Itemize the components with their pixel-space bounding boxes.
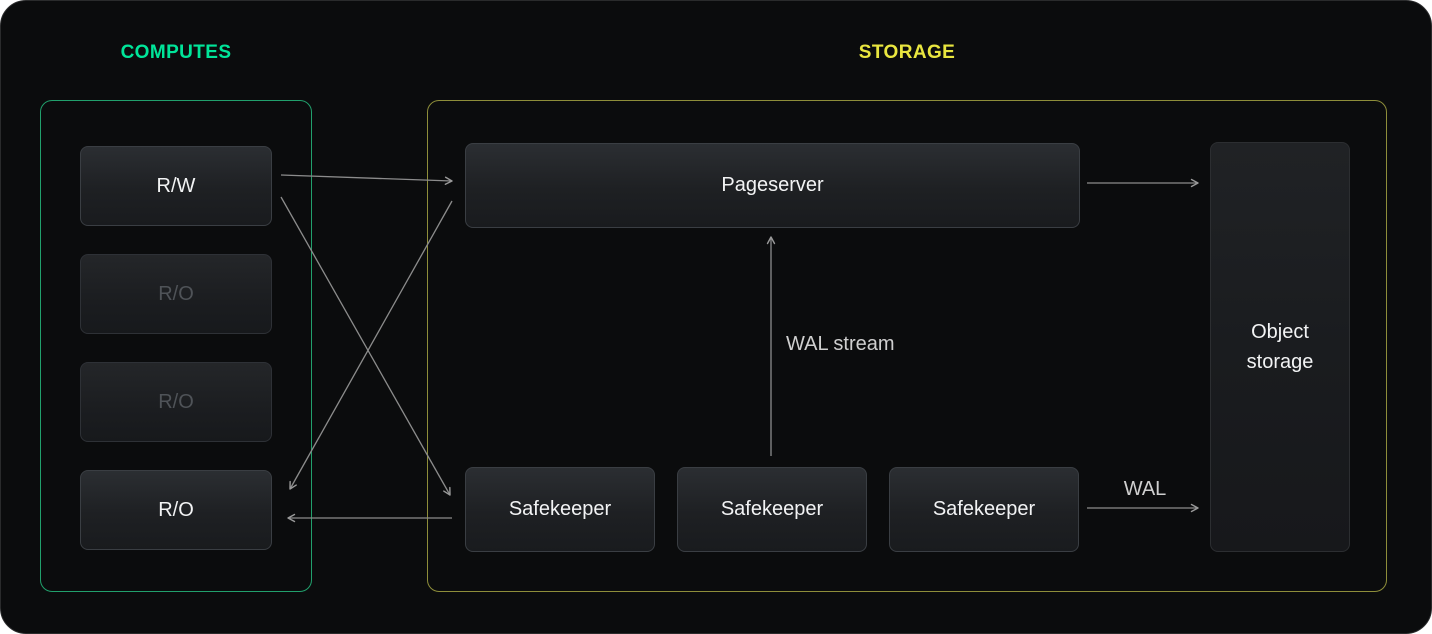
pageserver-label: Pageserver [721,174,824,196]
safekeeper-node-1: Safekeeper [465,467,655,552]
object-storage-node: Object storage [1210,142,1350,552]
compute-node-label: R/O [158,498,194,521]
pageserver-node: Pageserver [465,143,1080,228]
storage-title: STORAGE [858,42,956,63]
compute-node-rw: R/W [80,146,272,226]
compute-node-label: R/W [156,174,196,197]
computes-title: COMPUTES [120,42,232,63]
compute-node-ro-1: R/O [80,254,272,334]
wal-label: WAL [1123,478,1167,500]
wal-stream-label: WAL stream [786,333,895,355]
safekeeper-label: Safekeeper [508,498,612,520]
safekeeper-node-3: Safekeeper [889,467,1079,552]
safekeeper-label: Safekeeper [720,498,824,520]
compute-node-ro-3: R/O [80,470,272,550]
compute-node-label: R/O [158,390,194,413]
safekeeper-label: Safekeeper [932,498,1036,520]
safekeeper-node-2: Safekeeper [677,467,867,552]
compute-node-label: R/O [158,282,194,305]
compute-node-ro-2: R/O [80,362,272,442]
object-storage-label: Object storage [1246,321,1314,373]
